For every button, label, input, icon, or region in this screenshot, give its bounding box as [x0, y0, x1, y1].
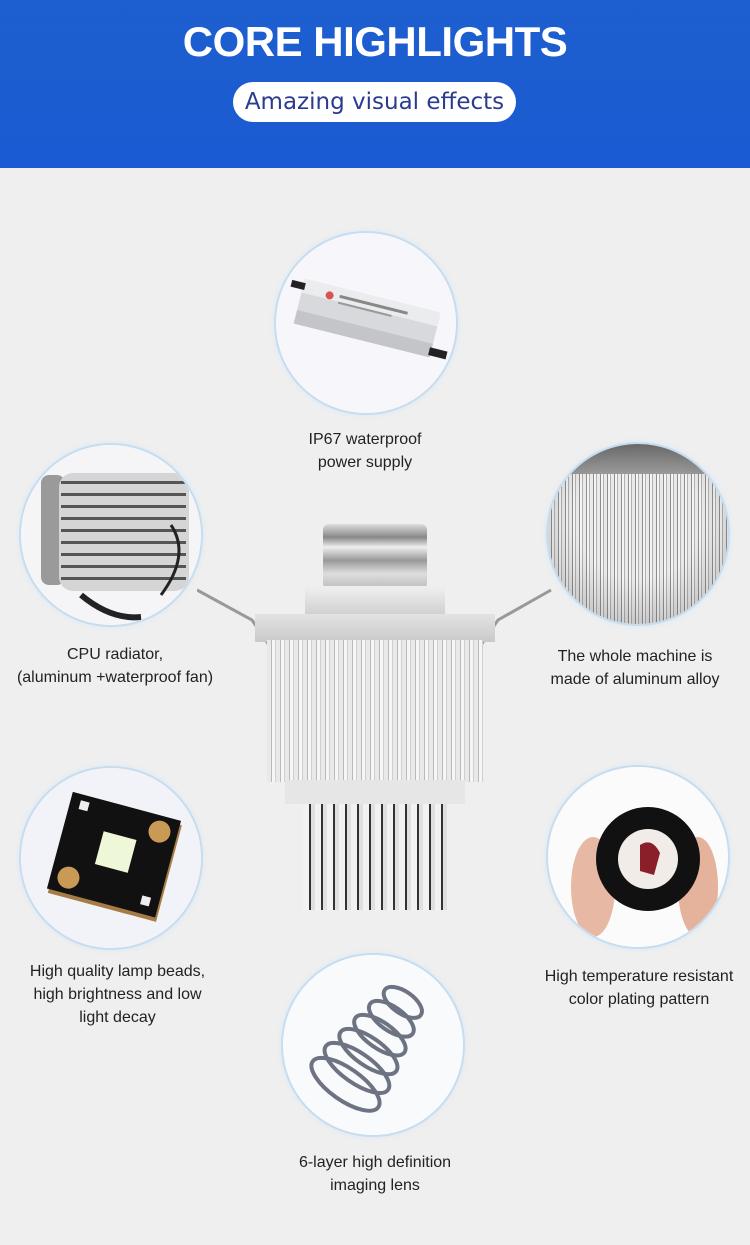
cpu-radiator-caption: CPU radiator, (aluminum +waterproof fan)	[16, 646, 214, 686]
power-supply-image	[276, 233, 456, 413]
color-pattern-caption: High temperature resistant color plating…	[544, 968, 734, 1008]
lamp-beads-caption: High quality lamp beads, high brightness…	[29, 963, 206, 1026]
aluminum-body-caption: The whole machine is made of aluminum al…	[550, 648, 720, 688]
lens-image	[283, 955, 463, 1135]
lens-caption: 6-layer high definition imaging lens	[298, 1154, 452, 1194]
aluminum-body-image	[548, 444, 728, 624]
power-supply-caption: IP67 waterproof power supply	[308, 431, 422, 471]
color-pattern-image	[548, 767, 728, 947]
cpu-radiator-image	[21, 445, 201, 625]
page-title: CORE HIGHLIGHTS	[182, 18, 568, 65]
header-banner: CORE HIGHLIGHTS Amazing visual effects	[0, 0, 750, 168]
subtitle-pill: Amazing visual effects	[233, 82, 516, 122]
product-image	[197, 520, 552, 920]
lamp-beads-image	[21, 768, 201, 948]
